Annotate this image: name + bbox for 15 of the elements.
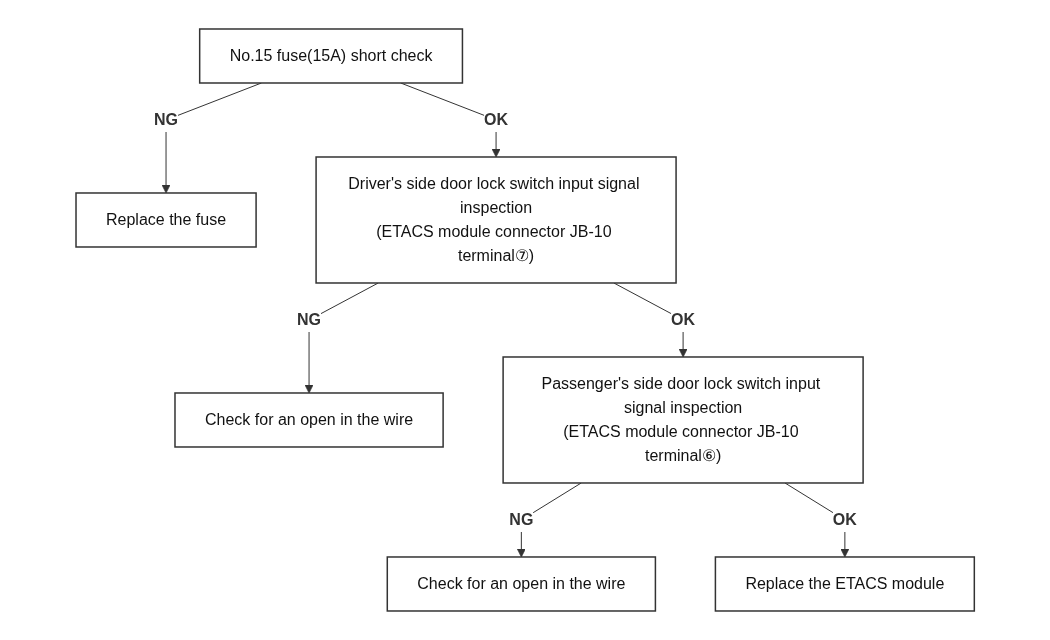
arrow (304, 282, 379, 394)
node-box: Check for an open in the wire (386, 556, 656, 612)
node-box: Replace the fuse (75, 192, 257, 248)
edge-label: OK (670, 310, 695, 328)
node-box: Check for an open in the wire (174, 392, 444, 448)
arrow (613, 282, 688, 358)
node-box: No.15 fuse(15A) short check (198, 28, 463, 84)
edge-label: OK (832, 510, 857, 528)
node-box: Replace the ETACS module (714, 556, 975, 612)
edge-label: NG (296, 310, 321, 328)
node-box: Driver's side door lock switch input signal inspection (ETACS module connector JB-10 terminal⑦) (315, 156, 677, 284)
node-box: Passenger's side door lock switch input signal inspection (ETACS module connector JB-10 terminal⑥) (502, 356, 864, 484)
edge-label: NG (153, 111, 178, 128)
edge-label: OK (483, 111, 508, 128)
edge-label: NG (509, 510, 534, 528)
